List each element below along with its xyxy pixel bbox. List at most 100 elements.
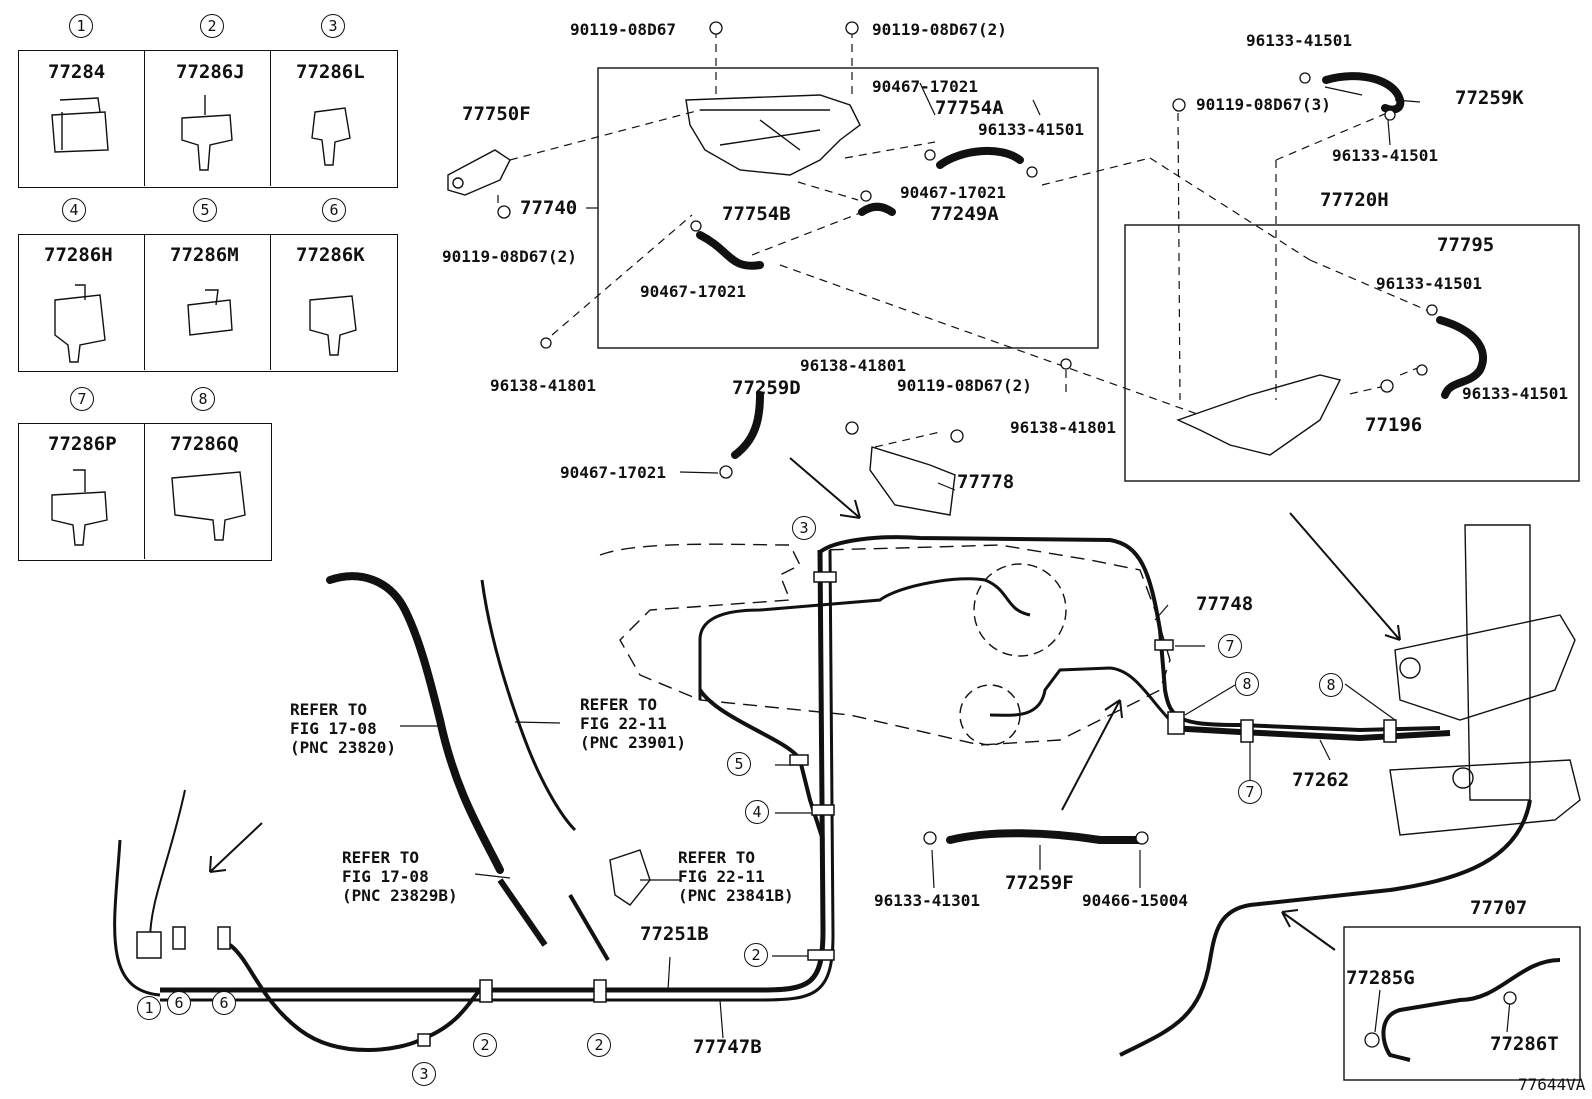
hose-77259k-icon: [1322, 72, 1405, 114]
clip-icon: [1380, 379, 1394, 393]
tube-77262-icon: [1169, 725, 1451, 742]
label-tube-77747b: 77747B: [693, 1036, 762, 1058]
legend-num-6: 6: [322, 198, 346, 222]
callout-clip-3: 3: [792, 516, 816, 540]
clip-icon: [1135, 831, 1149, 845]
label-clip-795-a: 96133-41501: [1376, 274, 1482, 293]
clip-icon: [923, 831, 937, 845]
diagram-id: 77644VA: [1518, 1075, 1586, 1094]
clip-icon: [1503, 991, 1517, 1005]
callout-clip-8: 8: [1319, 673, 1343, 697]
clip-77286l-icon: [311, 107, 351, 166]
ref-note-22-11-23901: REFER TO FIG 22-11 (PNC 23901): [580, 695, 686, 752]
label-clip-k-bot: 96133-41501: [1332, 146, 1438, 165]
label-clip-77286t: 77286T: [1490, 1033, 1559, 1055]
callout-clip-2: 2: [744, 943, 768, 967]
label-hose-77259f: 77259F: [1005, 872, 1074, 894]
clip-icon: [1299, 72, 1311, 84]
legend-part-77286p: 77286P: [48, 433, 117, 455]
clip-icon: [1060, 358, 1072, 370]
legend-part-77284: 77284: [48, 61, 106, 83]
clip-icon: [1384, 109, 1396, 121]
legend-num-2: 2: [200, 14, 224, 38]
legend-part-77286l: 77286L: [296, 61, 365, 83]
legend-part-77286h: 77286H: [44, 244, 113, 266]
label-tube-77262: 77262: [1292, 769, 1350, 791]
hose-77259d-icon: [731, 391, 764, 459]
label-clip-795-b: 96133-41501: [1462, 384, 1568, 403]
clip-icon: [1426, 304, 1438, 316]
label-hose-77249a: 77249A: [930, 203, 999, 225]
label-tube-77748: 77748: [1196, 593, 1254, 615]
filter-group-frame: [1124, 224, 1580, 482]
hose-77259f-icon: [946, 829, 1144, 844]
clip-icon: [1026, 166, 1038, 178]
tube-77251b-icon: [160, 549, 826, 993]
legend-num-3: 3: [321, 14, 345, 38]
label-clip-77196: 77196: [1365, 414, 1423, 436]
legend-num-4: 4: [62, 198, 86, 222]
bolt-icon: [950, 429, 964, 443]
legend-part-77286k: 77286K: [296, 244, 365, 266]
legend-part-77286q: 77286Q: [170, 433, 239, 455]
label-clip-canister: 96138-41801: [490, 376, 596, 395]
clamp-icon: [860, 190, 872, 202]
clip-77286q-icon: [171, 471, 246, 541]
label-hose-77795: 77795: [1437, 234, 1495, 256]
bracket-icon: [447, 149, 511, 196]
clip-77286h-icon: [54, 284, 106, 363]
legend-part-77286j: 77286J: [176, 61, 245, 83]
clip-77286p-icon: [51, 469, 108, 546]
label-canister: 77740: [520, 197, 578, 219]
legend-num-1: 1: [69, 14, 93, 38]
ref-note-17-08-23829b: REFER TO FIG 17-08 (PNC 23829B): [342, 848, 458, 905]
label-clip-d: 96138-41801: [800, 356, 906, 375]
clip-77286k-icon: [309, 295, 357, 356]
clip-77286j-icon: [181, 95, 233, 171]
clip-legend-icons: [51, 95, 357, 546]
label-clamp-a: 90467-17021: [872, 77, 978, 96]
legend-num-5: 5: [193, 198, 217, 222]
clip-icon: [1416, 364, 1428, 376]
protector-icon: [869, 446, 956, 516]
label-hose-77754a: 77754A: [935, 97, 1004, 119]
legend-num-8: 8: [191, 387, 215, 411]
filter-bracket-icon: [1176, 374, 1342, 456]
bolt-icon: [845, 21, 859, 35]
label-bolt-top-a: 90119-08D67: [570, 20, 676, 39]
clip-icon: [1364, 1032, 1380, 1048]
label-bolt-k: 90119-08D67(3): [1196, 95, 1331, 114]
bolt-icon: [709, 21, 723, 35]
label-clamp-d: 90467-17021: [560, 463, 666, 482]
fuel-tank-outline: [599, 543, 1171, 746]
filler-neck-icon: [1464, 524, 1531, 801]
clamp-icon: [924, 149, 936, 161]
label-tube-77707: 77707: [1470, 897, 1528, 919]
tube-77748-icon: [818, 535, 1441, 733]
canister-group-frame: [597, 67, 1099, 349]
hose-77754b-icon: [696, 231, 764, 270]
legend-num-7: 7: [70, 387, 94, 411]
bolt-icon: [1172, 98, 1186, 112]
canister-icon: [685, 94, 861, 176]
callout-clip-6: 6: [167, 991, 191, 1015]
hose-77249a-icon: [858, 202, 896, 216]
label-bracket: 77750F: [462, 103, 531, 125]
label-clip-f-right: 90466-15004: [1082, 891, 1188, 910]
callout-clip-7: 7: [1238, 780, 1262, 804]
label-clip-a: 96133-41501: [978, 120, 1084, 139]
callout-clip-7: 7: [1218, 634, 1242, 658]
hose-77754a-icon: [936, 146, 1024, 169]
clip-legend-row-1: [18, 50, 398, 188]
label-bolt-bracket: 90119-08D67(2): [442, 247, 577, 266]
label-clamp-b: 90467-17021: [900, 183, 1006, 202]
label-bolt-d: 90119-08D67(2): [897, 376, 1032, 395]
clip-icon: [540, 337, 552, 349]
callout-clip-1: 1: [137, 996, 161, 1020]
clip-77286m-icon: [187, 289, 233, 336]
label-hose-77754b: 77754B: [722, 203, 791, 225]
callout-clip-6: 6: [212, 991, 236, 1015]
ref-note-17-08-23820: REFER TO FIG 17-08 (PNC 23820): [290, 700, 396, 757]
label-bolt-top-b: 90119-08D67(2): [872, 20, 1007, 39]
label-protector: 77778: [957, 471, 1015, 493]
